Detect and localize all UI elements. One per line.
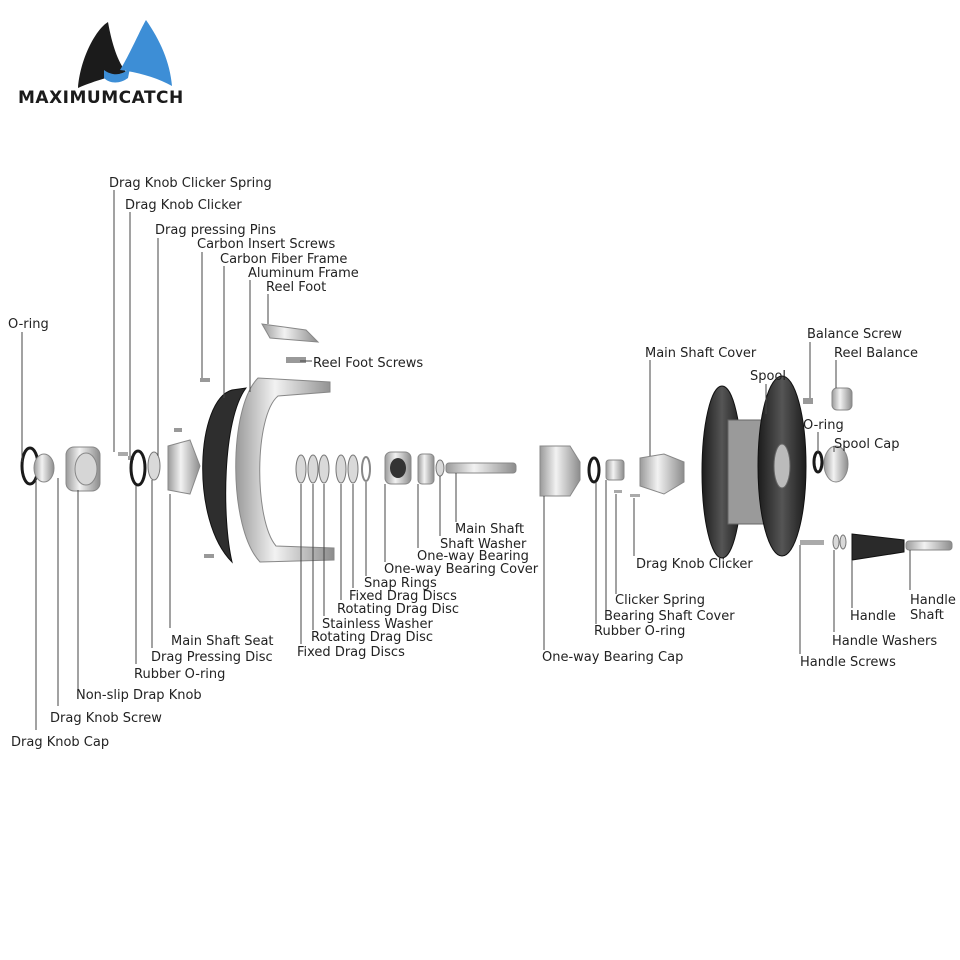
handle-washer-part: [832, 534, 840, 550]
rubber-o-ring-right-part: [587, 456, 601, 484]
spool-part: [701, 375, 807, 559]
label-clicker-spring: Clicker Spring: [615, 593, 705, 608]
shaft-washer-part: [435, 459, 445, 477]
spool-hub: [773, 443, 791, 489]
label-handle-washers: Handle Washers: [832, 634, 937, 649]
rotating-drag-disc-part: [307, 454, 319, 484]
reel-foot-screw: [286, 357, 296, 363]
label-spool-cap: Spool Cap: [834, 437, 899, 452]
balance-screw-part: [803, 398, 813, 404]
label-drag-knob-cap: Drag Knob Cap: [11, 735, 109, 750]
reel-foot-screw-2: [296, 357, 306, 363]
label-rotating-drag-disc-1: Rotating Drag Disc: [337, 602, 459, 617]
label-one-way-bearing: One-way Bearing: [417, 549, 529, 564]
label-handle-shaft-line2: Shaft: [910, 608, 944, 623]
drag-pressing-pin-2: [200, 378, 210, 382]
label-drag-pressing-disc: Drag Pressing Disc: [151, 650, 273, 665]
label-shaft-washer: Shaft Washer: [440, 537, 527, 552]
label-aluminum-frame: Aluminum Frame: [248, 266, 359, 281]
label-handle-screws: Handle Screws: [800, 655, 896, 670]
label-o-ring-left: O-ring: [8, 317, 49, 332]
main-shaft-seat-part: [167, 439, 201, 495]
fixed-drag-disc-part: [295, 454, 307, 484]
logo-mark-left: [78, 22, 126, 88]
aluminum-frame-part: [235, 377, 335, 563]
part-labels: Drag Knob Clicker Spring Drag Knob Click…: [8, 176, 956, 750]
logo-mark-right: [120, 20, 172, 86]
label-balance-screw: Balance Screw: [807, 327, 902, 342]
label-drag-knob-clicker-right: Drag Knob Clicker: [636, 557, 753, 572]
label-non-slip-drap-knob: Non-slip Drap Knob: [76, 688, 202, 703]
brand-name: MAXIMUMCATCH: [18, 88, 184, 108]
handle-part: [851, 533, 905, 561]
label-drag-pressing-pins: Drag pressing Pins: [155, 223, 276, 238]
one-way-bearing-cap-part: [539, 445, 581, 497]
handle-screw-part: [800, 540, 824, 545]
drag-knob-clicker-right-part: [630, 494, 640, 497]
label-drag-knob-clicker-left: Drag Knob Clicker: [125, 198, 242, 213]
handle-washer-part-2: [839, 534, 847, 550]
label-stainless-washer: Stainless Washer: [322, 617, 433, 632]
main-shaft-part: [445, 462, 517, 474]
label-fixed-drag-discs-1: Fixed Drag Discs: [349, 589, 457, 604]
snap-ring-part: [361, 456, 371, 482]
label-carbon-insert-screws: Carbon Insert Screws: [197, 237, 335, 252]
logo-mark-swoosh: [104, 68, 130, 83]
one-way-bearing-part: [417, 453, 435, 485]
label-drag-knob-clicker-spring: Drag Knob Clicker Spring: [109, 176, 272, 191]
fixed-drag-disc-part-2: [347, 454, 359, 484]
label-handle-shaft-line1: Handle: [910, 593, 956, 608]
label-carbon-fiber-frame: Carbon Fiber Frame: [220, 252, 347, 267]
carbon-insert-screw: [204, 554, 214, 558]
label-reel-foot-screws: Reel Foot Screws: [313, 356, 423, 371]
reel-foot-part: [261, 323, 320, 343]
handle-shaft-part: [905, 540, 953, 551]
label-reel-balance: Reel Balance: [834, 346, 918, 361]
stainless-washer-part: [318, 454, 330, 484]
label-handle: Handle: [850, 609, 896, 624]
clicker-spring-part: [614, 490, 622, 493]
label-spool: Spool: [750, 369, 786, 384]
drag-pressing-pin: [174, 428, 182, 432]
label-one-way-bearing-cap: One-way Bearing Cap: [542, 650, 683, 665]
o-ring-right-part: [812, 450, 824, 474]
main-shaft-cover-part: [639, 453, 685, 495]
brand-logo: [78, 20, 172, 88]
label-rubber-o-ring-left: Rubber O-ring: [134, 667, 225, 682]
label-main-shaft: Main Shaft: [455, 522, 524, 537]
label-fixed-drag-discs-2: Fixed Drag Discs: [297, 645, 405, 660]
drag-knob-cap-part: [33, 453, 55, 483]
label-one-way-bearing-cover: One-way Bearing Cover: [384, 562, 539, 577]
spool-cap-part: [823, 445, 849, 483]
label-drag-knob-screw: Drag Knob Screw: [50, 711, 162, 726]
label-bearing-shaft-cover: Bearing Shaft Cover: [604, 609, 735, 624]
bearing-cover-face: [390, 458, 406, 478]
rotating-drag-disc-part-2: [335, 454, 347, 484]
bearing-shaft-cover-part: [605, 459, 625, 481]
carbon-fiber-frame-part: [202, 387, 248, 564]
reel-balance-part: [831, 387, 853, 411]
drag-pressing-disc-part: [147, 451, 161, 481]
label-rubber-o-ring-right: Rubber O-ring: [594, 624, 685, 639]
label-reel-foot: Reel Foot: [266, 280, 326, 295]
parts-illustration: [20, 323, 953, 564]
label-main-shaft-cover: Main Shaft Cover: [645, 346, 757, 361]
label-main-shaft-seat: Main Shaft Seat: [171, 634, 274, 649]
leader-lines: [21, 190, 911, 730]
label-rotating-drag-disc-2: Rotating Drag Disc: [311, 630, 433, 645]
knob-face: [74, 452, 98, 486]
label-o-ring-right: O-ring: [803, 418, 844, 433]
drag-knob-clicker-spring-part: [118, 452, 128, 456]
rubber-o-ring-left-part: [129, 449, 147, 487]
label-snap-rings: Snap Rings: [364, 576, 437, 591]
